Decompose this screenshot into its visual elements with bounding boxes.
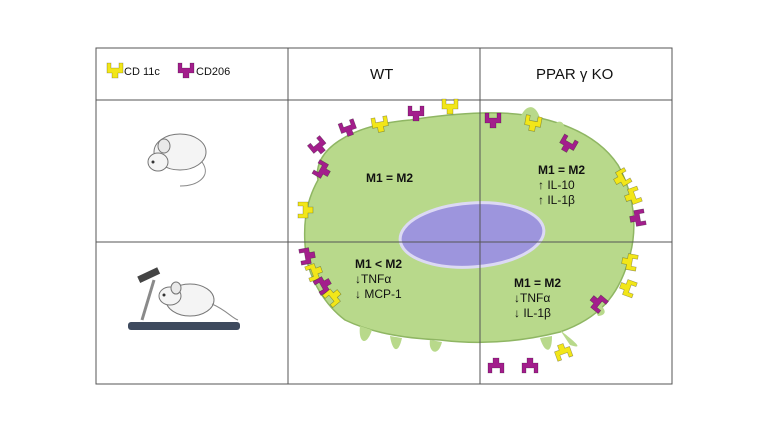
pseudopod: [359, 326, 372, 342]
cd206-receptor: [312, 276, 332, 296]
cd11c-legend-icon: [106, 62, 124, 79]
treadmill-mouse-icon: [128, 267, 240, 330]
cd11c-receptor: [621, 253, 639, 272]
cell-ko-exercise: M1 = M2 ↓TNFα ↓ IL-1β: [514, 276, 561, 321]
pseudopod: [390, 336, 402, 350]
pseudopod: [429, 340, 442, 352]
cd206-legend-icon: [177, 62, 195, 79]
cd11c-receptor: [370, 115, 389, 133]
cd206-receptor: [407, 105, 425, 122]
effect-line: ↑ IL-1β: [538, 193, 575, 207]
cd206-receptor: [589, 294, 609, 315]
pseudopod: [540, 336, 552, 350]
table-grid: [95, 47, 673, 385]
cd206-receptor: [298, 247, 316, 266]
effect-line: ↑ IL-10: [538, 178, 575, 192]
mouse-icon: [147, 133, 207, 187]
cd206-receptor: [629, 208, 647, 227]
legend-cd206-label: CD206: [196, 66, 231, 78]
legend-cd11c-label: CD 11c: [124, 66, 160, 78]
cd11c-receptor: [524, 114, 543, 132]
cd206-receptor: [337, 118, 357, 137]
pseudopod: [555, 121, 565, 134]
effect-line: ↓TNFα: [514, 291, 551, 305]
cd11c-receptor: [297, 201, 314, 219]
cd206-receptor: [487, 357, 505, 374]
effect-line: ↓ IL-1β: [514, 306, 551, 320]
column-header-ppar-ko: PPAR γ KO: [536, 66, 614, 83]
cd206-receptor: [521, 357, 539, 374]
cell-wt-exercise: M1 < M2 ↓TNFα ↓ MCP-1: [355, 257, 402, 302]
cd206-receptor: [306, 135, 327, 155]
ratio-text: M1 = M2: [514, 276, 562, 290]
cd11c-receptor: [619, 279, 638, 299]
pseudopod: [520, 107, 540, 118]
cd11c-receptor: [441, 98, 459, 115]
ratio-text: M1 = M2: [366, 171, 414, 185]
cd11c-receptor: [613, 167, 633, 187]
effect-line: ↓ MCP-1: [355, 287, 402, 301]
effect-line: ↓TNFα: [355, 272, 392, 286]
cd206-receptor: [559, 133, 579, 153]
ratio-text: M1 = M2: [538, 163, 586, 177]
cell-nucleus: [398, 201, 546, 269]
pseudopod: [560, 330, 578, 347]
cd11c-receptor: [554, 343, 574, 362]
cd206-receptor: [484, 112, 502, 129]
cd11c-receptor: [322, 288, 342, 309]
ratio-text: M1 < M2: [355, 257, 403, 271]
cd11c-receptor: [624, 185, 643, 205]
cd11c-receptor: [304, 263, 323, 283]
column-header-wt: WT: [370, 66, 394, 83]
cd206-receptor: [311, 159, 331, 179]
receptors: [297, 98, 647, 374]
cell-wt-sedentary: M1 = M2: [366, 171, 413, 186]
cell-ko-sedentary: M1 = M2 ↑ IL-10 ↑ IL-1β: [538, 163, 585, 208]
legend-icons: [106, 62, 195, 79]
